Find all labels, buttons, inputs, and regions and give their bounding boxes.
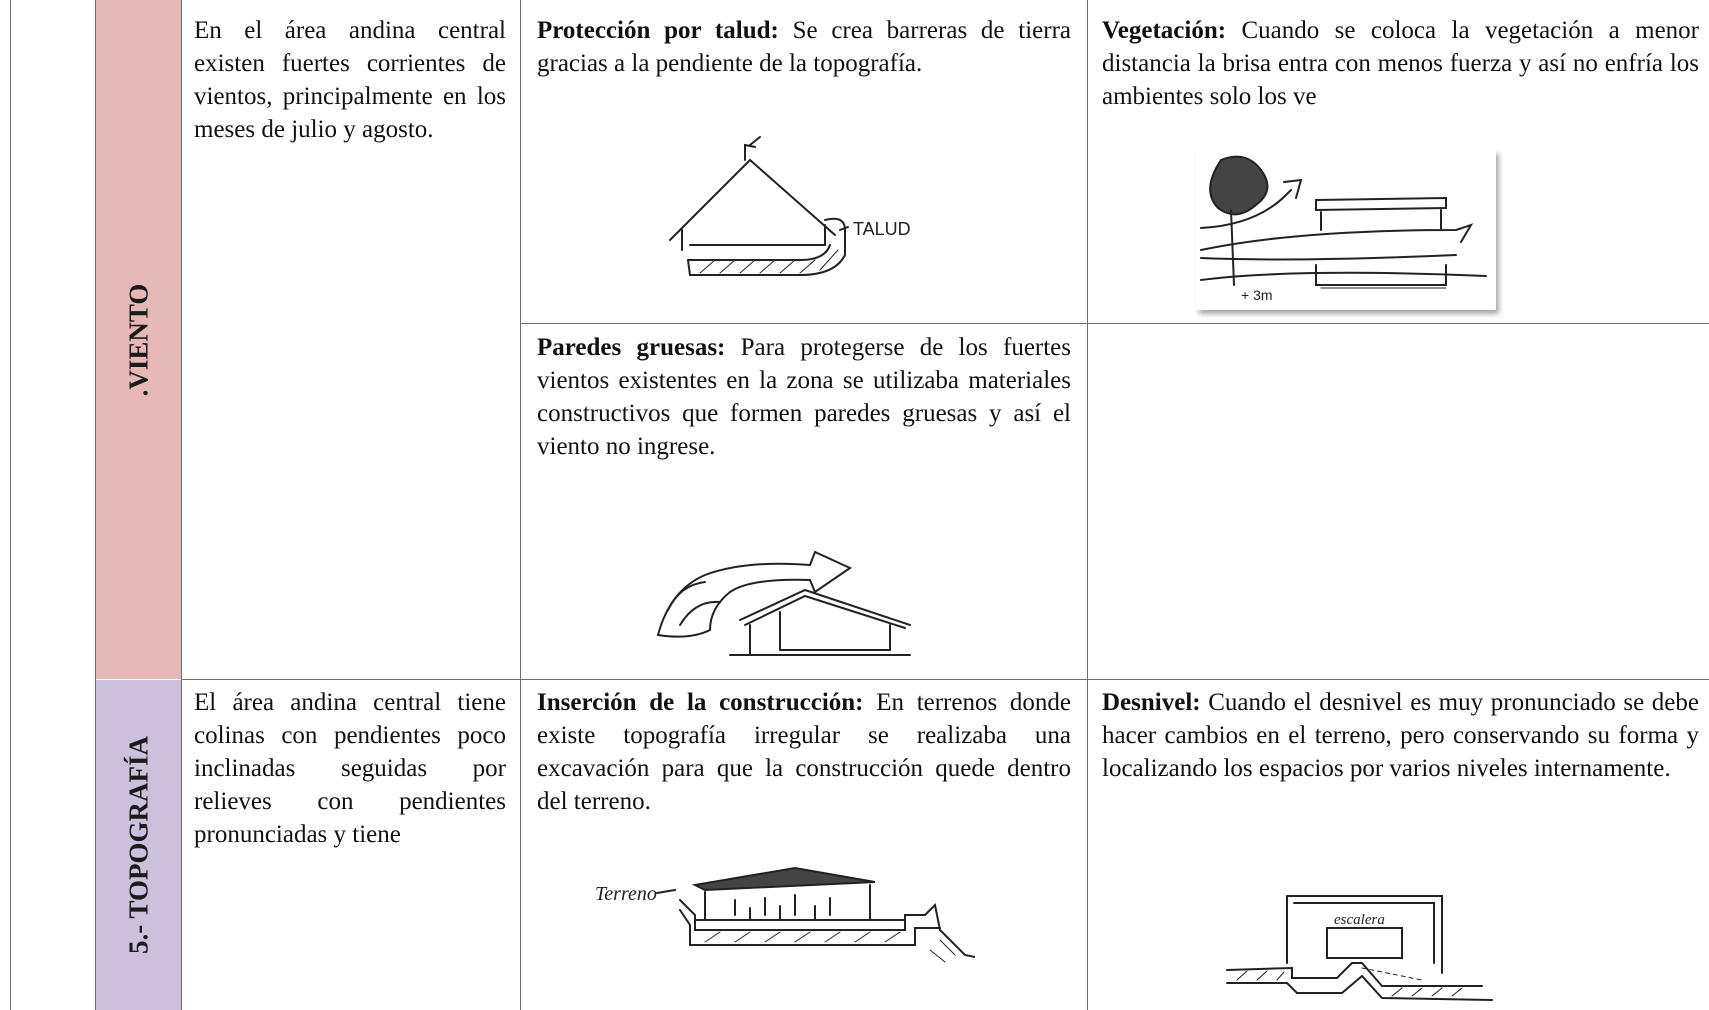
paredes-sketch (650, 530, 940, 660)
insercion-text: En terrenos donde existe topografía irre… (537, 689, 1071, 815)
table-border (520, 0, 521, 1010)
paredes-cell-text: Paredes gruesas: Para protegerse de los … (537, 331, 1071, 463)
talud-text: Se crea barreras de tierra gracias a la … (537, 17, 1071, 77)
table-border (95, 0, 96, 1010)
insercion-title: Inserción de la construcción: (537, 689, 864, 716)
vegetacion-sketch: + 3m (1196, 150, 1496, 310)
paredes-text: Para protegerse de los fuertes vientos e… (537, 334, 1072, 460)
viento-description: En el área andina central existen fuerte… (194, 17, 506, 143)
talud-cell-text: Protección por talud: Se crea barreras d… (537, 14, 1071, 80)
talud-sketch-label: TALUD (853, 219, 911, 239)
vegetacion-sketch-label: + 3m (1241, 287, 1273, 303)
topografia-description: El área andina central tiene colinas con… (194, 689, 506, 848)
vegetacion-title: Vegetación: (1102, 17, 1227, 44)
table-border (181, 0, 182, 1010)
desnivel-title: Desnivel: (1102, 689, 1201, 716)
viento-category-label: .VIENTO (123, 283, 153, 396)
insercion-cell-text: Inserción de la construcción: En terreno… (537, 686, 1071, 818)
insercion-sketch: Terreno (595, 860, 975, 980)
viento-category-cell: .VIENTO (96, 0, 181, 679)
desnivel-sketch: escalera (1222, 888, 1502, 1003)
paredes-title: Paredes gruesas: (537, 334, 726, 361)
talud-title: Protección por talud: (537, 17, 779, 44)
desnivel-text: Cuando el desnivel es muy pronunciado se… (1102, 689, 1699, 782)
topografia-category-label: 5.- TOPOGRAFÍA (123, 735, 153, 955)
vegetacion-text: Cuando se coloca la vegetación a menor d… (1102, 17, 1699, 110)
desnivel-sketch-label: escalera (1334, 912, 1385, 928)
vegetacion-cell-text: Vegetación: Cuando se coloca la vegetaci… (1102, 14, 1699, 113)
talud-sketch: TALUD (660, 135, 940, 285)
table-border (520, 323, 1709, 324)
table-border (181, 679, 1709, 680)
table-border (10, 0, 11, 1010)
insercion-sketch-label: Terreno (595, 883, 657, 905)
topografia-category-cell: 5.- TOPOGRAFÍA (96, 680, 181, 1010)
table-border (1087, 0, 1088, 1010)
desnivel-cell-text: Desnivel: Cuando el desnivel es muy pron… (1102, 686, 1699, 785)
